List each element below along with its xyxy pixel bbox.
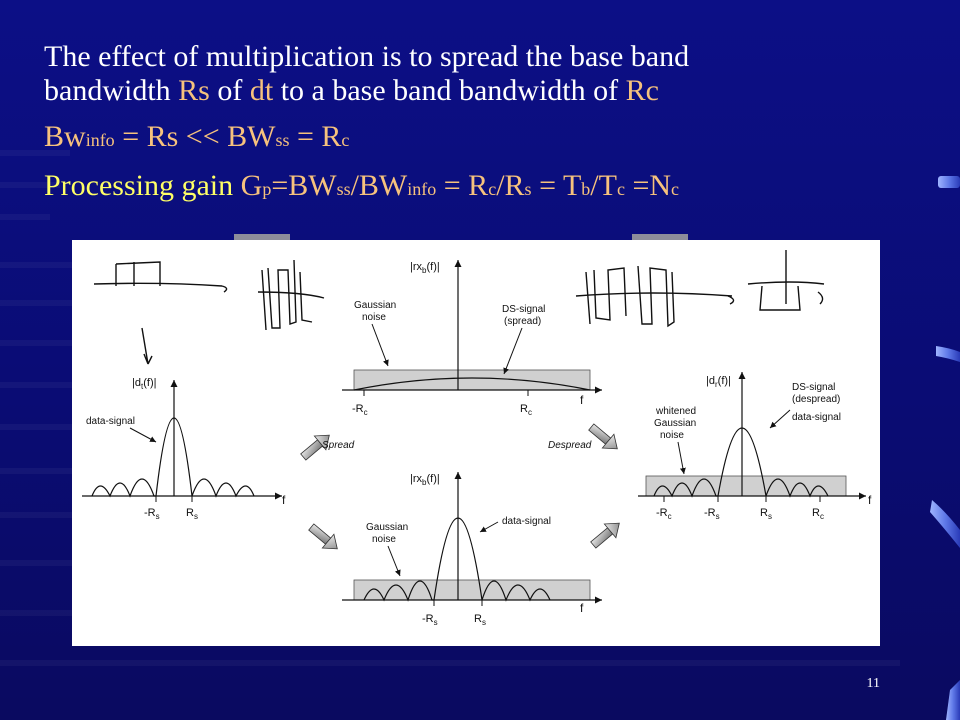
svg-text:Gaussian: Gaussian [366,522,408,533]
decorative-swooshes [930,176,960,720]
svg-text:Rs: Rs [186,507,198,521]
pg-info-sub: info [407,179,437,199]
svg-text:-Rc: -Rc [352,403,368,417]
eq-ss-sub: ss [275,130,290,150]
pg-c-sub1: c [488,179,497,199]
svg-text:Rc: Rc [520,403,532,417]
svg-text:|dr(f)|: |dr(f)| [706,375,731,389]
handwritten-sketch-right [575,250,825,328]
despread-signal-plot: |dr(f)| DS-signal (despread) data-signal… [638,372,872,521]
eq-c-sub: c [341,130,350,150]
svg-text:(spread): (spread) [504,316,541,327]
spread-arrow-up [300,434,330,461]
panel-tab-left [234,234,290,242]
pg-s-sub1: s [524,179,532,199]
svg-text:|dt(f)|: |dt(f)| [132,377,156,391]
pg-g: G [240,169,263,202]
svg-text:Gaussian: Gaussian [654,418,696,429]
svg-text:DS-signal: DS-signal [502,304,545,315]
eq-bw: Bw [44,120,86,153]
svg-text:f: f [580,393,584,407]
pg-t5: = T [539,169,582,202]
arrow-down-left [308,523,338,550]
effect-sentence-line2: bandwidth Rs of dt to a base band bandwi… [44,74,924,108]
spread-spectrum-plot: |rxb(f)| Gaussian noise DS-signal (sprea… [342,260,602,417]
svg-text:Rs: Rs [474,613,486,627]
handwritten-sketch-left [93,259,325,365]
pg-label: Processing gain [44,169,234,202]
svg-text:|rxb(f)|: |rxb(f)| [410,473,440,487]
slide-number: 11 [866,676,880,691]
svg-text:f: f [282,493,286,507]
received-signal-plot: |rxb(f)| Gaussian noise data-signal -Rs … [342,472,602,627]
despread-label: Despread [548,440,592,451]
svg-text:noise: noise [372,534,396,545]
svg-text:-Rs: -Rs [144,507,160,521]
pg-t1: =BW [271,169,337,202]
pg-c-sub3: c [671,179,680,199]
svg-text:-Rc: -Rc [656,507,672,521]
pg-t4: /R [496,169,525,202]
despread-arrow-down [588,423,618,450]
effect-sentence-line1: The effect of multiplication is to sprea… [44,40,690,73]
spread-label: Spread [322,440,355,451]
svg-text:-Rs: -Rs [422,613,438,627]
pg-t7: =N [632,169,672,202]
svg-text:Rs: Rs [760,507,772,521]
text-rs: Rs [178,74,210,107]
bandwidth-equation: Bwinfo = Rs << BWss = Rc [44,120,924,157]
pg-ss-sub: ss [336,179,351,199]
svg-text:Gaussian: Gaussian [354,300,396,311]
arrow-up-right [590,522,620,549]
text-middle: to a base band bandwidth of [280,74,619,107]
panel-tab-right [632,234,688,242]
pg-t3: = R [443,169,489,202]
text-dt: dt [249,74,274,107]
processing-gain-equation: Processing gain Gp=BWss/BWinfo = Rc/Rs =… [44,169,924,206]
text-of: of [217,74,243,107]
slide-text: The effect of multiplication is to sprea… [44,40,924,206]
svg-text:whitened: whitened [655,406,696,417]
pg-c-sub2: c [616,179,625,199]
svg-text:|rxb(f)|: |rxb(f)| [410,261,440,275]
svg-text:f: f [580,601,584,615]
eq-part2: = R [296,120,342,153]
svg-text:noise: noise [660,430,684,441]
svg-text:(despread): (despread) [792,394,840,405]
pg-t6: /T [590,169,617,202]
text-bandwidth: bandwidth [44,74,171,107]
svg-text:Rc: Rc [812,507,824,521]
ds-spectrum-diagram: |rxb(f)| Gaussian noise DS-signal (sprea… [72,240,880,646]
data-signal-plot: |dt(f)| data-signal -Rs Rs f [82,377,286,521]
svg-text:-Rs: -Rs [704,507,720,521]
svg-text:noise: noise [362,312,386,323]
eq-part1: = Rs << BW [122,120,276,153]
eq-info-sub: info [85,130,115,150]
text-rc: Rc [625,74,659,107]
svg-text:data-signal: data-signal [792,412,841,423]
svg-text:data-signal: data-signal [502,516,551,527]
pg-b-sub: b [581,179,591,199]
svg-text:DS-signal: DS-signal [792,382,835,393]
svg-text:data-signal: data-signal [86,416,135,427]
svg-text:f: f [868,493,872,507]
pg-t2: /BW [350,169,408,202]
pg-p-sub: p [262,179,272,199]
